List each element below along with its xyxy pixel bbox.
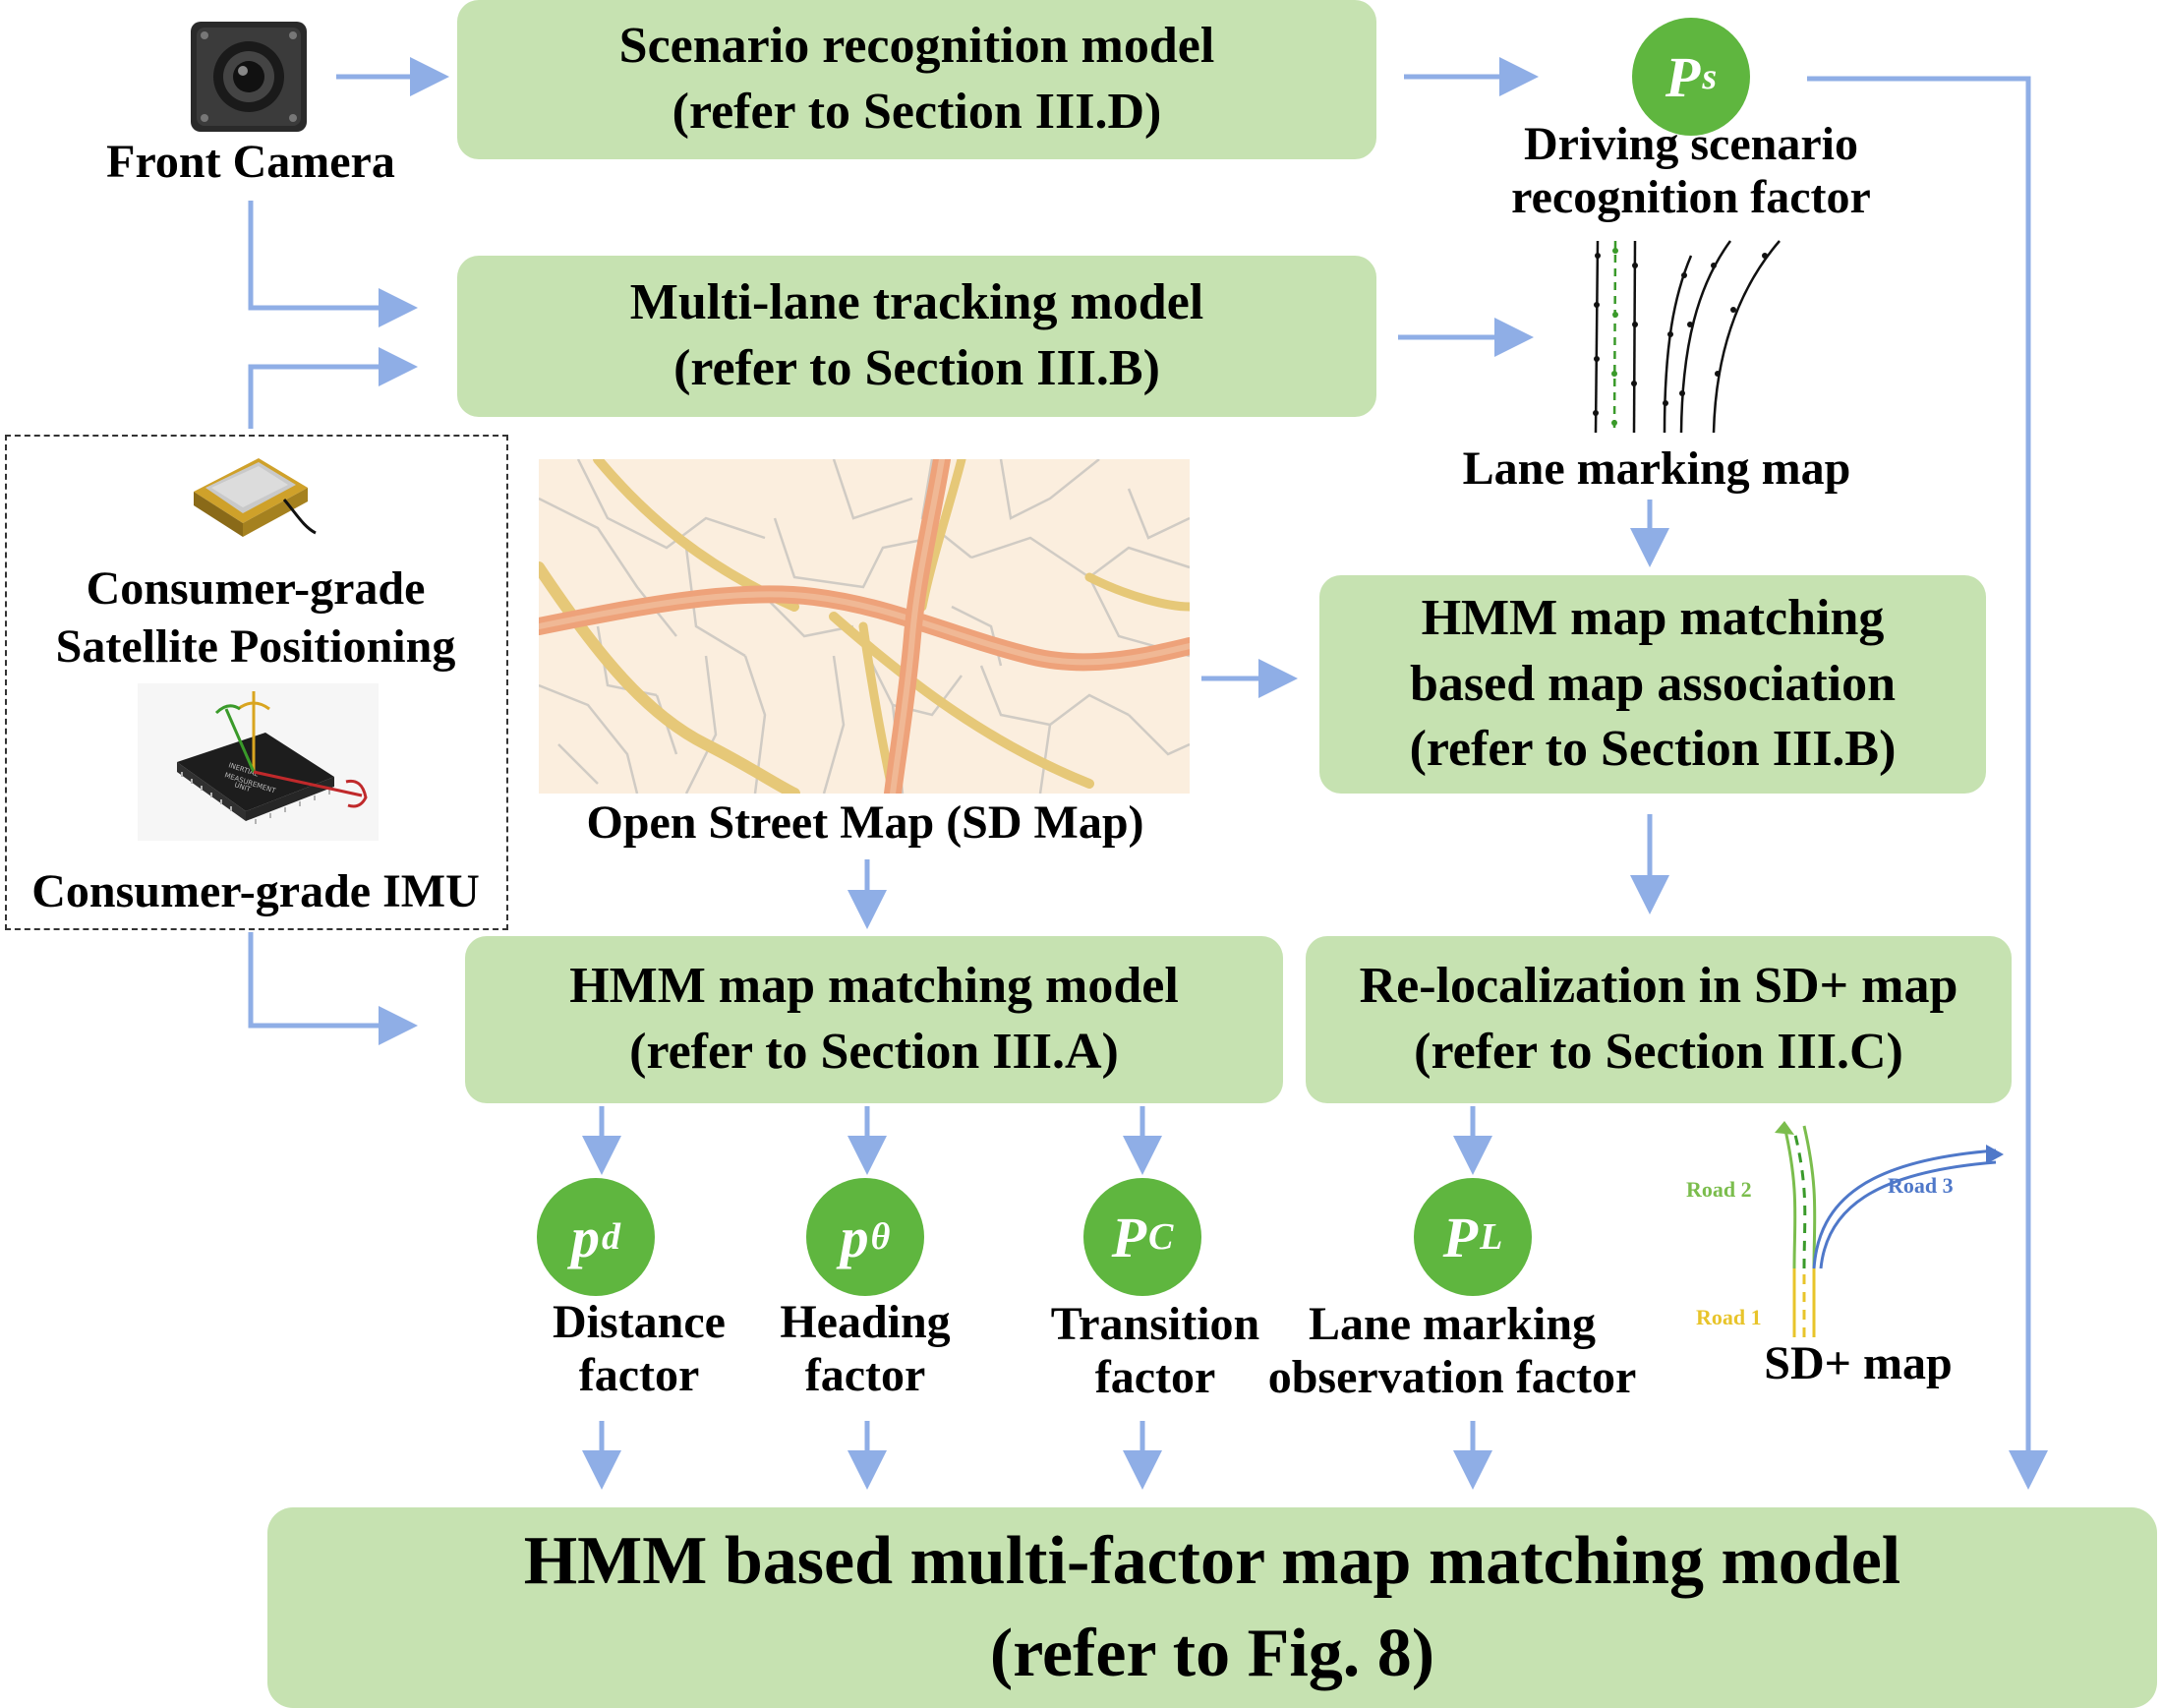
road3-label: Road 3 (1888, 1173, 1954, 1198)
reloc-box-line2: (refer to Section III.C) (1414, 1024, 1903, 1080)
lane-observation-factor-label: Lane marking observation factor (1251, 1298, 1654, 1404)
pc-subscript: C (1148, 1216, 1174, 1258)
road2-label: Road 2 (1686, 1177, 1752, 1202)
multilane-box-line1: Multi-lane tracking model (629, 274, 1204, 331)
final-multifactor-model-box: HMM based multi-factor map matching mode… (267, 1507, 2157, 1708)
assoc-box-line2: based map association (1409, 655, 1897, 712)
scenario-factor-label: Driving scenario recognition factor (1480, 118, 1902, 224)
multilane-tracking-box: Multi-lane tracking model (refer to Sect… (457, 256, 1376, 417)
heading-factor-label: Heading factor (747, 1296, 983, 1402)
ptheta-label-line1: Heading (780, 1296, 951, 1348)
pc-symbol: P (1111, 1205, 1147, 1269)
ps-symbol: P (1665, 44, 1701, 109)
pl-label-line2: observation factor (1267, 1350, 1637, 1403)
imu-label: Consumer-grade IMU (31, 865, 480, 917)
distance-factor-label: Distance factor (511, 1296, 767, 1402)
pl-label-line1: Lane marking (1308, 1298, 1597, 1350)
transition-factor-label: Transition factor (1027, 1298, 1283, 1404)
ptheta-subscript: θ (870, 1216, 891, 1258)
final-box-line2: (refer to Fig. 8) (989, 1616, 1435, 1691)
ptheta-symbol: p (840, 1205, 869, 1269)
ps-subscript: s (1702, 56, 1718, 97)
scenario-box-line1: Scenario recognition model (618, 18, 1215, 75)
gnss-module-icon (194, 458, 317, 537)
arrow-camera-to-multilane (248, 201, 418, 327)
gnss-label-line1: Consumer-grade (86, 562, 426, 615)
final-box-line1: HMM based multi-factor map matching mode… (523, 1522, 1901, 1599)
sdplus-map-label: SD+ map (1764, 1337, 1953, 1389)
assoc-box-line3: (refer to Section III.B) (1409, 721, 1897, 778)
reloc-box-line1: Re-localization in SD+ map (1359, 958, 1958, 1015)
imu-chip-icon: INERTIAL MEASUREMENT UNIT (138, 683, 379, 841)
lane-marking-map-image (1593, 240, 1781, 434)
hmm-model-box-line2: (refer to Section III.A) (629, 1024, 1119, 1080)
road1-label: Road 1 (1696, 1305, 1762, 1329)
lane-marking-map-label: Lane marking map (1462, 442, 1851, 495)
hmm-map-matching-model-box: HMM map matching model (refer to Section… (465, 936, 1283, 1103)
hmm-map-association-box: HMM map matching based map association (… (1319, 575, 1986, 794)
pl-symbol: P (1442, 1205, 1479, 1269)
open-street-map-image (539, 459, 1190, 794)
gnss-label-line2: Satellite Positioning (55, 619, 456, 673)
assoc-box-line1: HMM map matching (1421, 590, 1885, 647)
sdplus-map-image: Road 2 Road 3 Road 1 (1686, 1121, 2004, 1337)
sensor-group-box (5, 435, 508, 930)
arrow-imu-to-hmm-model (248, 932, 418, 1045)
scenario-box-line2: (refer to Section III.D) (672, 84, 1162, 140)
front-camera-icon (191, 22, 307, 132)
pd-label-line1: Distance (553, 1296, 726, 1348)
open-street-map-label: Open Street Map (SD Map) (586, 796, 1144, 849)
multilane-box-line2: (refer to Section III.B) (673, 340, 1160, 396)
ps-label-line1: Driving scenario (1524, 118, 1858, 170)
arrow-gnss-to-multilane (248, 347, 418, 429)
front-camera-label: Front Camera (106, 136, 395, 188)
pl-subscript: L (1480, 1216, 1503, 1258)
ptheta-label-line2: factor (804, 1348, 926, 1401)
pc-label-line1: Transition (1050, 1298, 1260, 1350)
gnss-label: Consumer-grade Satellite Positioning (15, 560, 497, 676)
ps-label-line2: recognition factor (1511, 170, 1871, 223)
hmm-model-box-line1: HMM map matching model (569, 958, 1179, 1015)
pc-label-line2: factor (1094, 1350, 1216, 1403)
relocalization-box: Re-localization in SD+ map (refer to Sec… (1306, 936, 2012, 1103)
scenario-recognition-box: Scenario recognition model (refer to Sec… (457, 0, 1376, 159)
pd-label-line2: factor (578, 1348, 700, 1401)
arrow-ps-to-final (1807, 76, 2048, 1490)
pd-symbol: p (571, 1205, 600, 1269)
pd-subscript: d (602, 1216, 620, 1258)
